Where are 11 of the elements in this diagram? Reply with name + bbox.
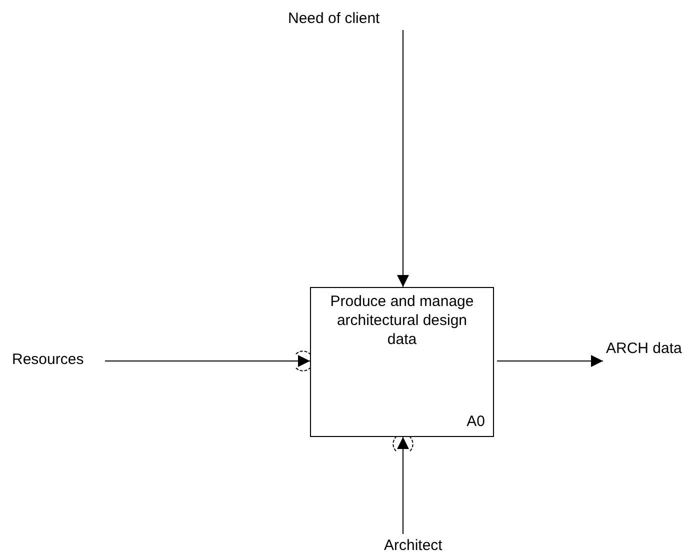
arrow-label: Resources [12, 351, 84, 369]
arrow [392, 436, 414, 534]
arrow-label: Need of client [288, 10, 380, 28]
activity-box [310, 287, 494, 437]
arrow-label: Architect [384, 537, 442, 555]
arrow [104, 350, 310, 372]
node-number: A0 [466, 413, 485, 431]
arrow-label: ARCH data [606, 340, 682, 358]
arrow [496, 355, 604, 367]
activity-label: Produce and manage architectural design data [329, 292, 475, 349]
arrow [397, 30, 409, 288]
